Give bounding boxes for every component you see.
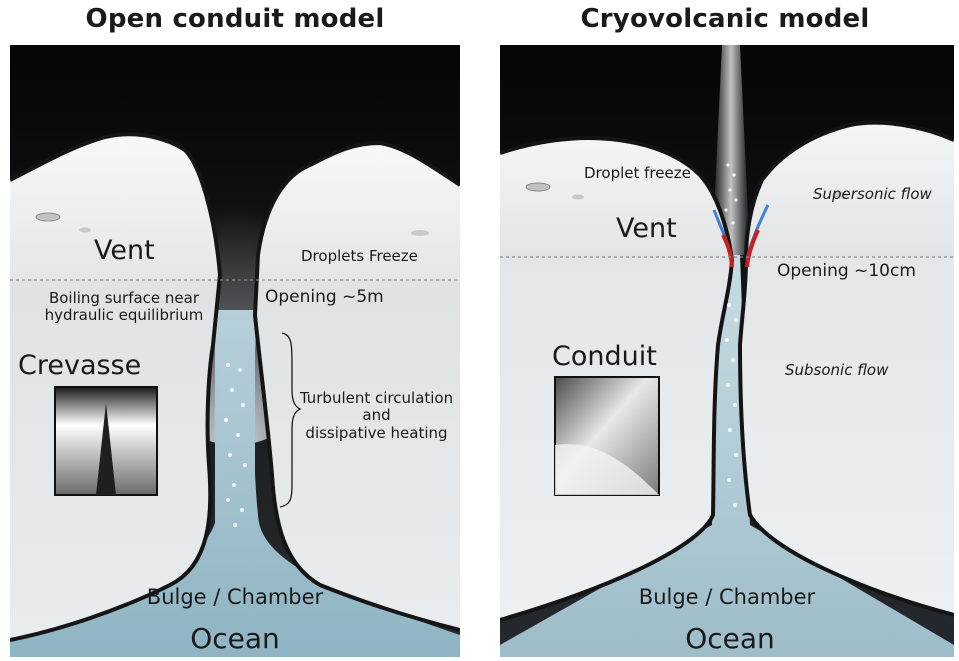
ocean-label: Ocean <box>150 623 320 655</box>
subsonic-flow-label: Subsonic flow <box>785 362 888 379</box>
bulge-chamber-label: Bulge / Chamber <box>110 585 360 609</box>
conduit-label: Conduit <box>552 341 657 372</box>
crater <box>79 228 91 233</box>
turbulent-label: Turbulent circulation and dissipative he… <box>294 390 459 442</box>
supersonic-flow-label: Supersonic flow <box>813 186 932 203</box>
opening-label: Opening ~5m <box>265 288 384 308</box>
crater <box>411 230 429 236</box>
vent-label: Vent <box>94 235 155 266</box>
droplets-freeze-label: Droplets Freeze <box>301 248 418 265</box>
cryovolcanic-title: Cryovolcanic model <box>495 4 955 34</box>
droplet-freeze-label: Droplet freeze <box>584 165 691 182</box>
open-conduit-panel: Vent Droplets Freeze Boiling surface nea… <box>10 45 460 657</box>
ocean-label: Ocean <box>645 623 815 655</box>
crater <box>36 213 60 221</box>
turbulent-line3: dissipative heating <box>294 425 459 442</box>
boiling-surface-line2: hydraulic equilibrium <box>34 307 214 324</box>
vent-label: Vent <box>616 213 677 244</box>
crater <box>526 183 550 191</box>
turbulent-line1: Turbulent circulation <box>294 390 459 407</box>
bulge-chamber-label: Bulge / Chamber <box>600 585 854 609</box>
boiling-surface-label: Boiling surface near hydraulic equilibri… <box>34 290 214 325</box>
opening-label: Opening ~10cm <box>777 262 916 282</box>
boiling-surface-line1: Boiling surface near <box>34 290 214 307</box>
crater <box>572 195 584 200</box>
crevasse-label: Crevasse <box>18 350 141 381</box>
turbulent-line2: and <box>294 407 459 424</box>
cryovolcanic-panel: Droplet freeze Supersonic flow Vent Open… <box>500 45 954 657</box>
open-conduit-title: Open conduit model <box>5 4 465 34</box>
